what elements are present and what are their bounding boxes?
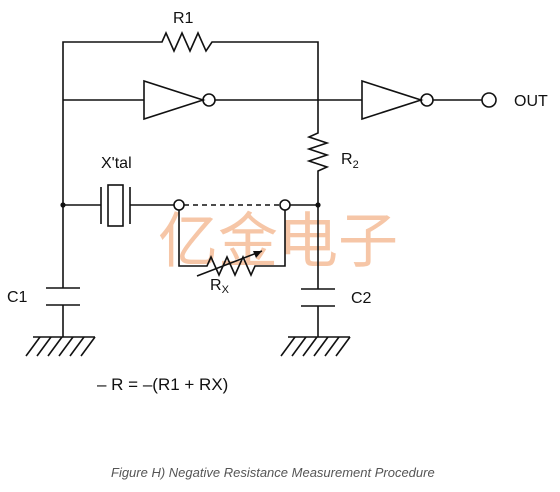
xtal-label: X'tal [101, 155, 132, 172]
c2-label: C2 [351, 290, 372, 307]
inverter-1 [143, 79, 216, 121]
figure-caption: Figure H) Negative Resistance Measuremen… [111, 465, 435, 480]
c1-capacitor [46, 205, 80, 337]
out-label: OUT [514, 93, 548, 110]
c1-label: C1 [7, 289, 28, 306]
rx-variable-resistor [178, 210, 286, 277]
ground-left [25, 336, 96, 357]
r2-label: R2 [341, 151, 359, 171]
inverter-2 [361, 79, 434, 121]
ground-right [280, 336, 351, 357]
c2-capacitor [301, 205, 335, 337]
out-terminal [481, 92, 497, 108]
crystal-xtal [100, 184, 131, 227]
r2-resistor [306, 102, 330, 205]
r1-resistor [62, 31, 319, 205]
rx-label: RX [210, 277, 230, 296]
formula-text: – R = –(R1 + RX) [97, 375, 228, 394]
r1-label: R1 [173, 10, 194, 27]
